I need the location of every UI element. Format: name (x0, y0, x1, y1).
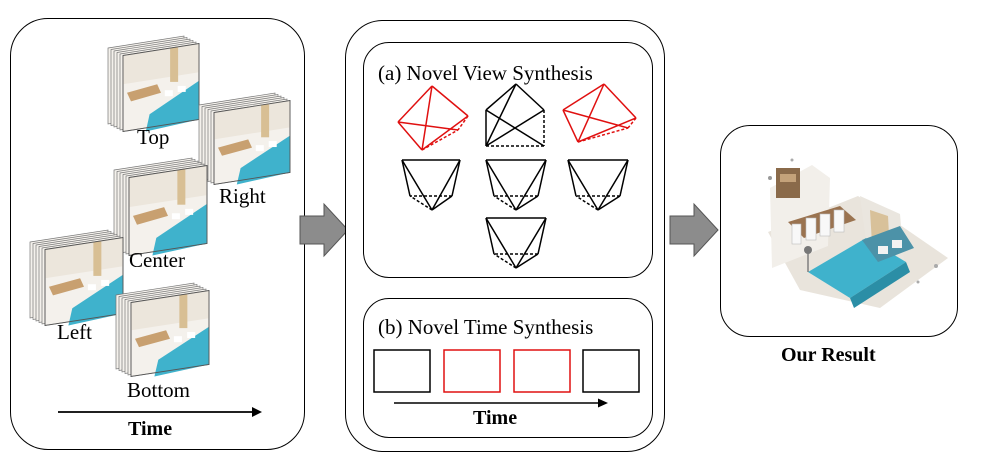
novel-time-synthesis-title: (b) Novel Time Synthesis (378, 315, 594, 339)
view-label-left: Left (57, 320, 92, 344)
camera-frustum-mid-right (567, 159, 629, 211)
time-frame-4 (582, 349, 640, 393)
our-result-label: Our Result (781, 344, 876, 366)
view-label-right: Right (219, 184, 266, 208)
camera-frustum-bottom (485, 217, 547, 269)
view-label-top: Top (137, 125, 170, 149)
frame-stack-top (107, 35, 200, 133)
time-frame-1 (373, 349, 431, 393)
time-frame-3 (513, 349, 571, 393)
frame-stack-bottom (115, 282, 210, 378)
camera-frustum-top-center (485, 83, 545, 147)
novel-time-synthesis-box (363, 298, 653, 438)
time-label-middle: Time (473, 407, 518, 429)
time-frame-2 (443, 349, 501, 393)
camera-frustum-top-right (562, 83, 637, 143)
frame-stack-left (29, 229, 124, 327)
view-label-bottom: Bottom (127, 378, 191, 402)
novel-view-synthesis-title: (a) Novel View Synthesis (378, 61, 593, 85)
view-label-center: Center (129, 248, 185, 272)
camera-frustum-mid-left (401, 159, 461, 211)
camera-frustum-top-left (397, 85, 469, 151)
frame-stack-center (113, 157, 208, 257)
time-label-left: Time (128, 418, 173, 440)
frame-stack-right (198, 92, 291, 186)
camera-frustum-mid-center (485, 159, 547, 211)
